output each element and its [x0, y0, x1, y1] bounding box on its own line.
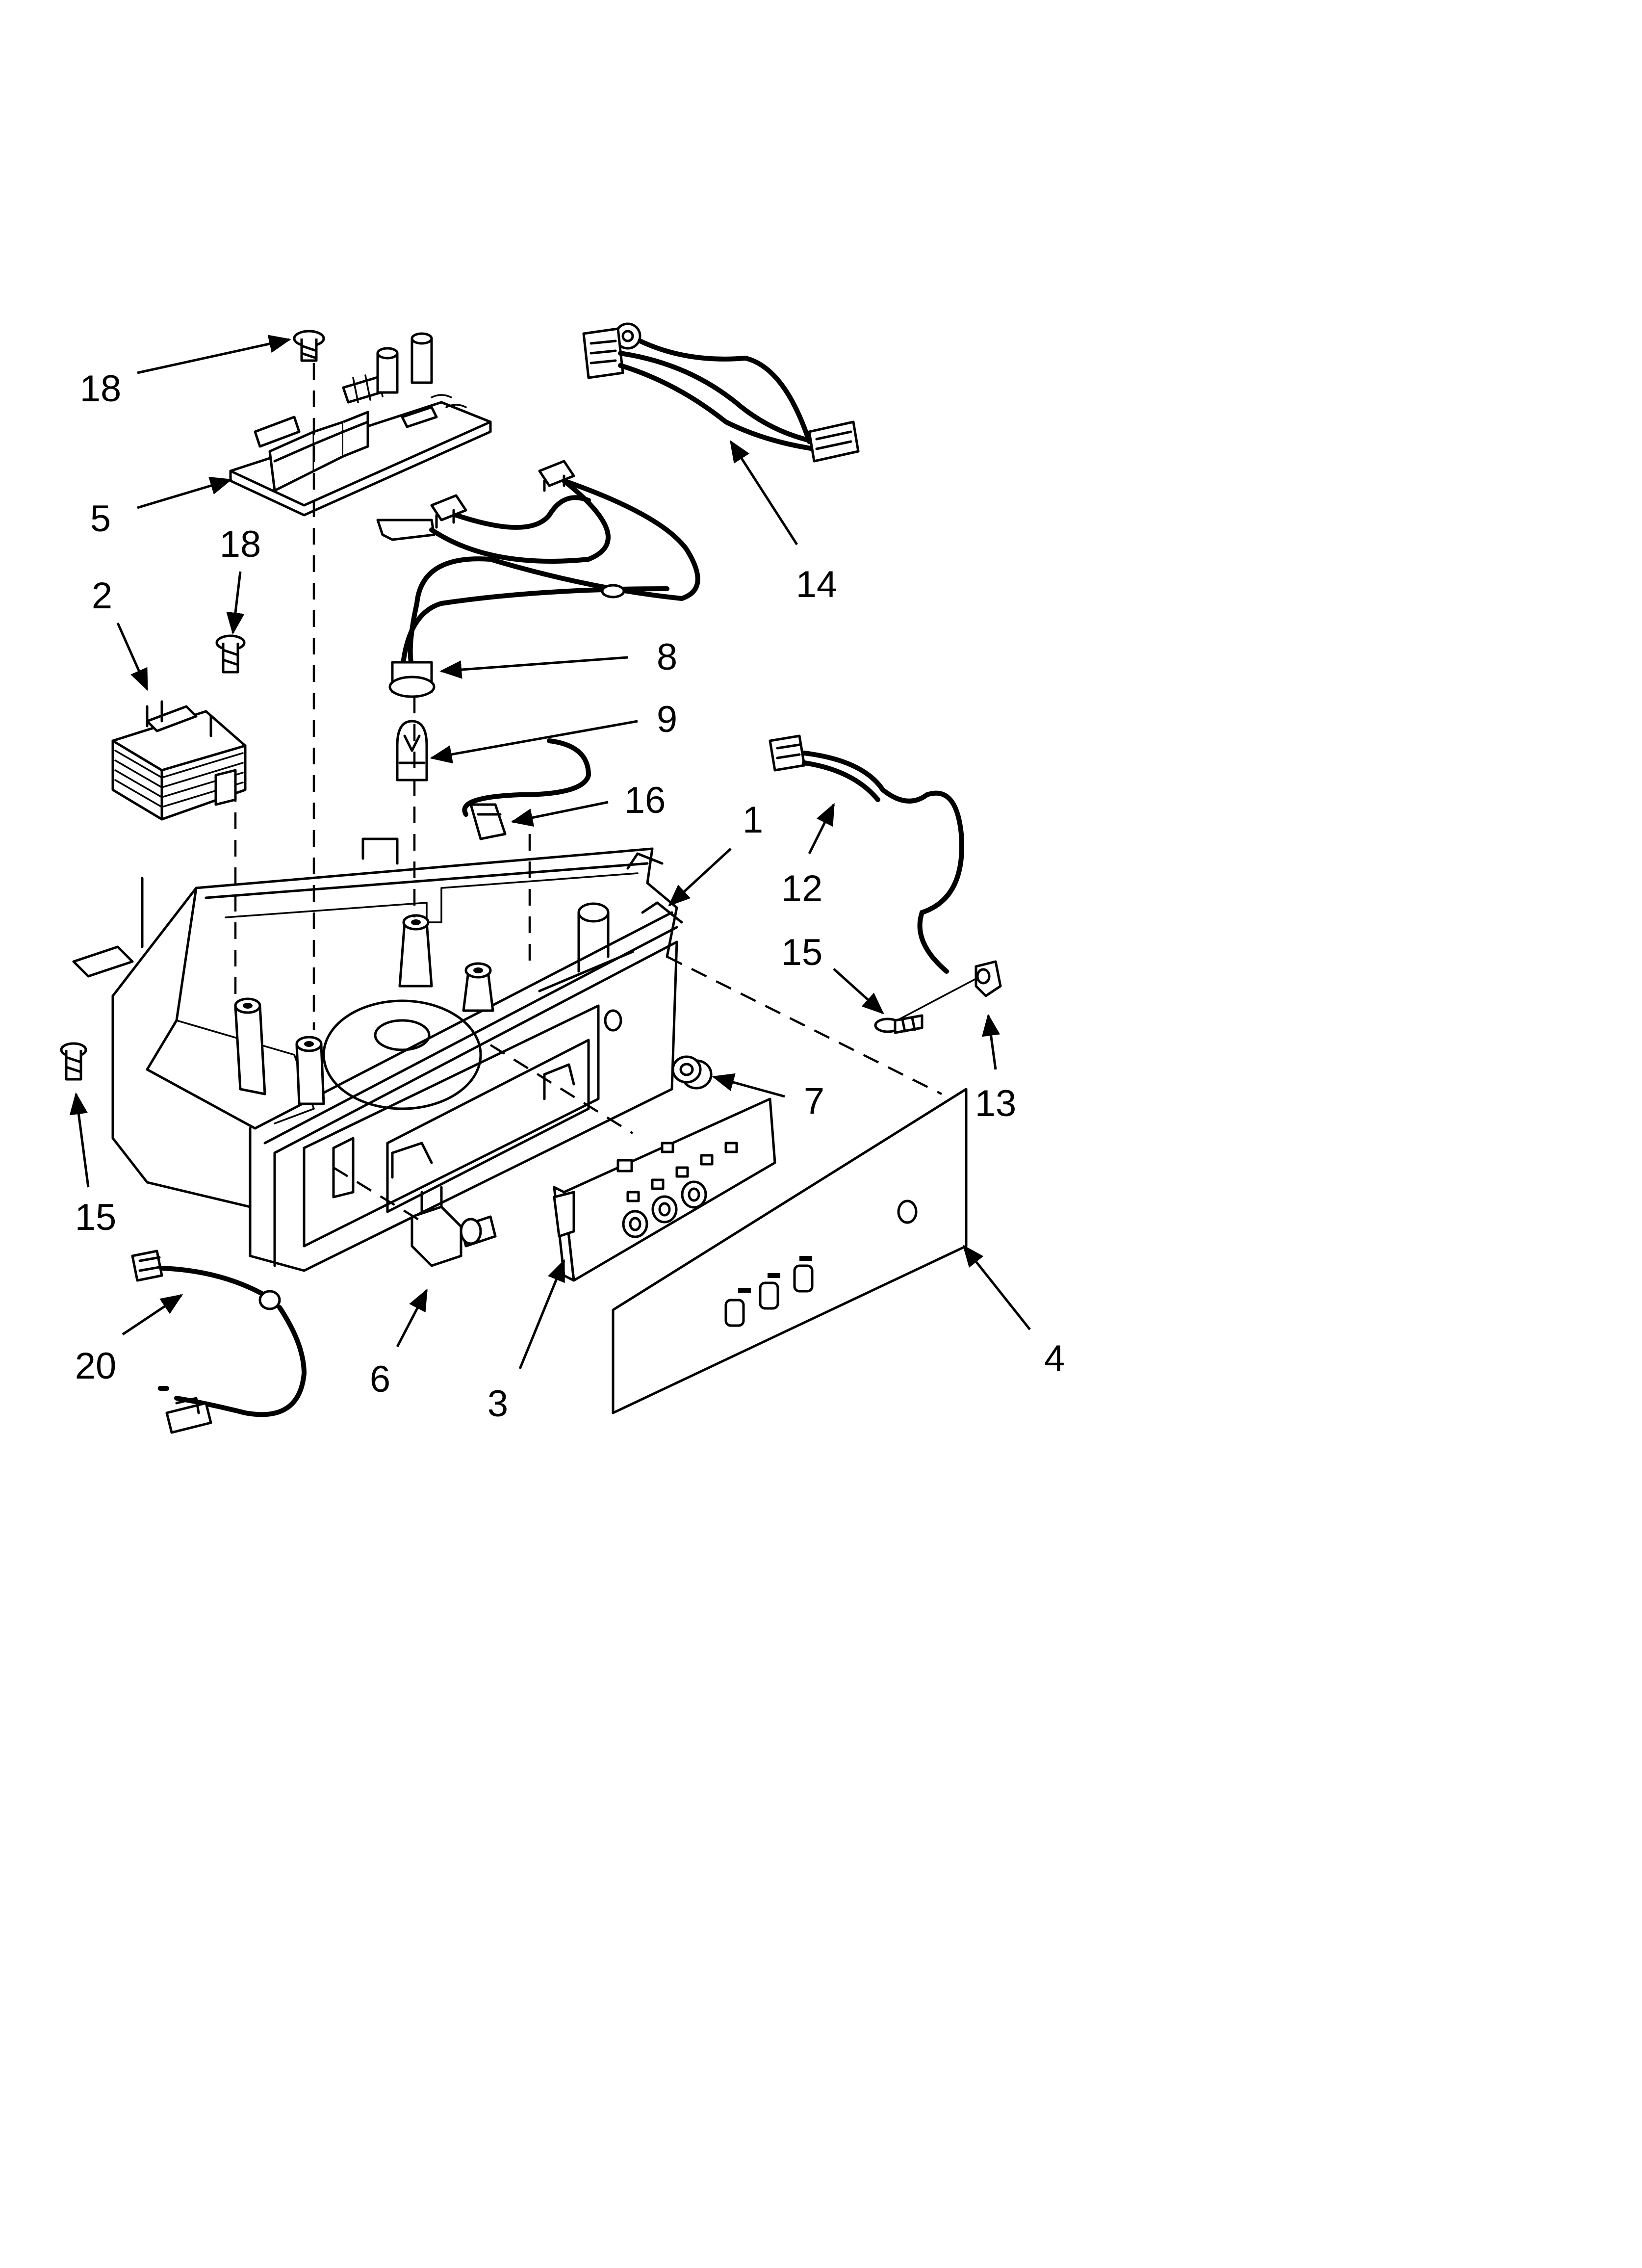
- housing-part: [72, 837, 683, 1272]
- screw-18-lower: [215, 634, 246, 674]
- callout-2: 2: [92, 575, 112, 617]
- screw-15-right: [874, 1014, 924, 1034]
- front-panel-4: [612, 1088, 968, 1414]
- switch-6: [410, 1186, 497, 1267]
- transformer-part: [111, 700, 247, 821]
- capacitors: [376, 332, 433, 394]
- leader-lines: [69, 335, 1031, 1369]
- control-board-part: [229, 332, 492, 517]
- callout-6: 6: [370, 1358, 390, 1400]
- callout-4: 4: [1044, 1338, 1065, 1380]
- callout-12: 12: [781, 868, 823, 910]
- light-bulb-9: [396, 720, 428, 782]
- callout-16: 16: [624, 780, 666, 821]
- wire-harness-12: [769, 734, 964, 974]
- callout-13: 13: [975, 1083, 1017, 1124]
- sensor-wire-20: [131, 1250, 307, 1434]
- screw-15-left: [60, 1042, 87, 1081]
- callout-9: 9: [657, 699, 677, 740]
- callout-labels: 18 5 18 2 14 8 9 16 1 12 15 13 7 15 20 6…: [75, 368, 1065, 1425]
- screw-18-top: [293, 330, 325, 362]
- callout-18-lower: 18: [220, 523, 261, 565]
- callout-14: 14: [796, 564, 838, 605]
- relay-blocks: [268, 411, 369, 492]
- callout-8: 8: [657, 636, 677, 678]
- alignment-lines: [234, 363, 943, 1223]
- callout-1: 1: [743, 799, 763, 841]
- mounting-posts: [234, 914, 494, 1105]
- callout-7: 7: [804, 1080, 824, 1122]
- light-socket-harness-8: [376, 460, 700, 698]
- switch-panel-3: [553, 1097, 776, 1282]
- wire-harness-14: [582, 322, 860, 463]
- sensor-16: [462, 738, 591, 840]
- callout-3: 3: [487, 1383, 508, 1425]
- callout-15-left: 15: [75, 1197, 117, 1238]
- callout-20: 20: [75, 1345, 117, 1387]
- overlay-buttons: [724, 1256, 814, 1327]
- callout-18-top: 18: [80, 368, 122, 410]
- clip-13: [887, 960, 1002, 1026]
- panel-buttons: [616, 1142, 738, 1238]
- grommet-7: [671, 1055, 713, 1090]
- callout-15-right: 15: [781, 932, 823, 973]
- callout-5: 5: [90, 498, 111, 540]
